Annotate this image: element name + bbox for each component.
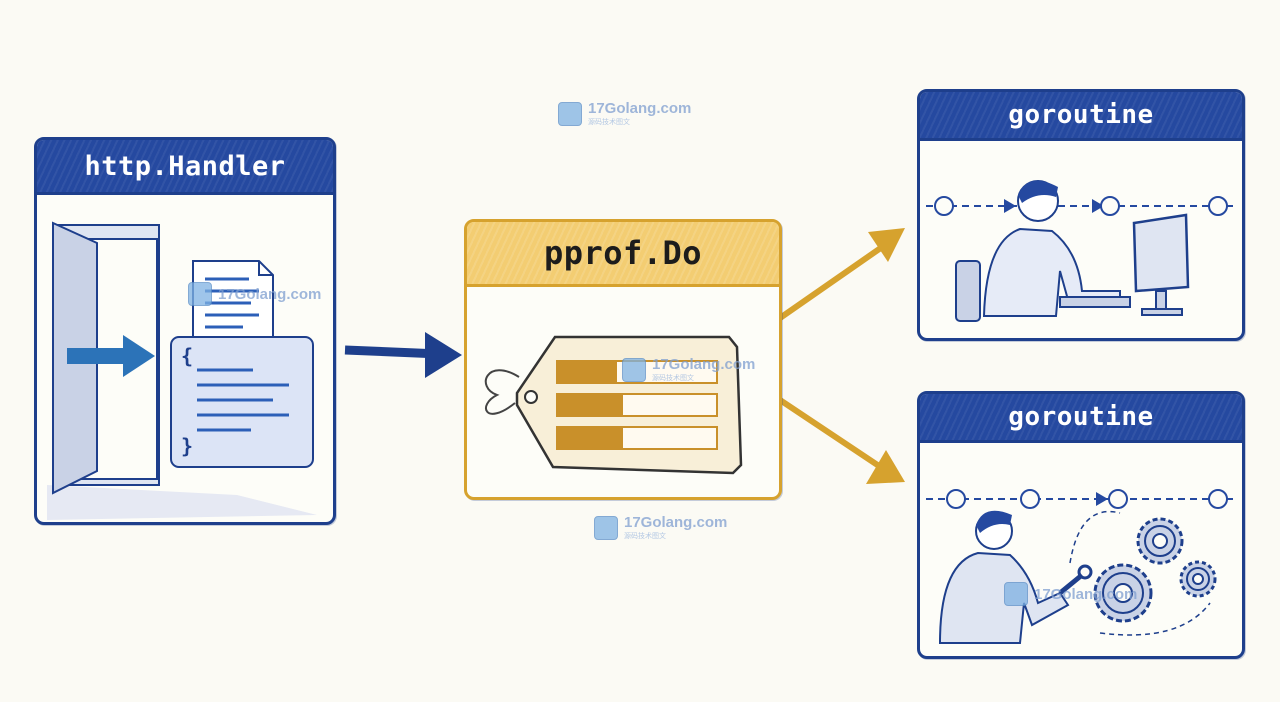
code-close-brace: } xyxy=(181,434,194,458)
watermark-logo-icon xyxy=(1004,582,1028,606)
handler-panel: http.Handler xyxy=(34,137,336,525)
pprof-title: pprof.Do xyxy=(467,222,779,287)
code-open-brace: { xyxy=(181,344,194,368)
goroutine-top-title: goroutine xyxy=(920,92,1242,141)
document-icon xyxy=(192,260,274,342)
watermark-logo-icon xyxy=(188,282,212,306)
goroutine-bottom-title: goroutine xyxy=(920,394,1242,443)
watermark: 17Golang.com xyxy=(188,282,321,306)
watermark-logo-icon xyxy=(558,101,582,126)
person-at-computer xyxy=(955,180,1190,322)
handler-illustration xyxy=(47,221,317,520)
label-tag-illustration xyxy=(485,335,743,475)
gear-medium-icon xyxy=(1136,517,1184,565)
arrow-pprof-to-goroutine-bottom xyxy=(778,397,905,484)
handler-title: http.Handler xyxy=(37,140,333,195)
arrow-pprof-to-goroutine-top xyxy=(778,228,905,321)
label-bar-2 xyxy=(556,393,718,417)
goroutine-panel-bottom: goroutine xyxy=(917,391,1245,659)
request-arrow xyxy=(67,335,155,377)
goroutine-top-illustration xyxy=(926,180,1236,322)
gear-large-icon xyxy=(1093,563,1153,623)
gear-small-icon xyxy=(1179,560,1217,598)
person-with-wrench xyxy=(938,510,1093,644)
arrow-handler-to-pprof xyxy=(344,332,462,378)
watermark-logo-icon xyxy=(622,357,646,382)
goroutine-panel-top: goroutine xyxy=(917,89,1245,341)
watermark: 17Golang.com xyxy=(1004,582,1137,606)
goroutine-bottom-illustration xyxy=(926,489,1236,644)
label-bar-3 xyxy=(556,426,718,450)
watermark-logo-icon xyxy=(594,515,618,540)
